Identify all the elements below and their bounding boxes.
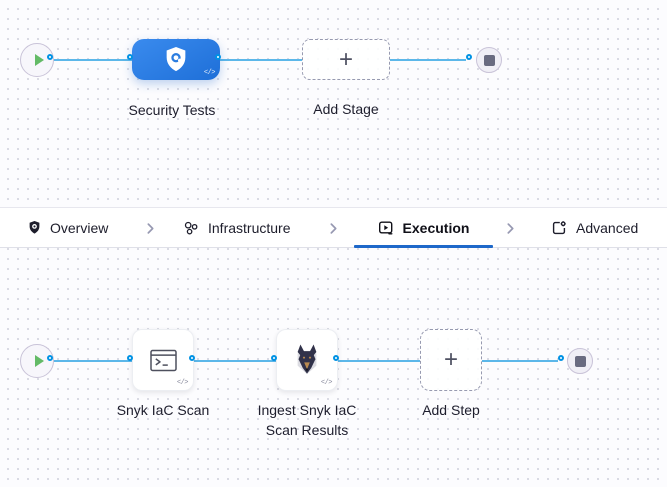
step-code-badge: </> [176, 379, 189, 387]
edge-start-to-stage [52, 58, 132, 61]
add-stage-label: Add Stage [313, 101, 379, 117]
play-icon [33, 53, 45, 67]
step1-label: Snyk IaC Scan [116, 402, 210, 418]
step-node-ingest-snyk-results[interactable]: </> [276, 329, 338, 391]
step-code-badge: </> [320, 379, 333, 387]
advanced-settings-icon [551, 220, 567, 236]
stop-icon [574, 355, 586, 367]
snyk-doberman-icon [292, 343, 322, 377]
chevron-right-icon [144, 222, 157, 240]
step1-in-port[interactable] [126, 355, 133, 361]
step-start-node [20, 344, 54, 378]
execution-play-icon [378, 220, 394, 236]
tab-execution[interactable]: Execution [354, 208, 493, 248]
tab-advanced-label: Advanced [576, 219, 639, 236]
step2-out-port[interactable] [332, 355, 339, 361]
start-node-out-port[interactable] [46, 54, 53, 60]
step2-label: Ingest Snyk IaC Scan Results [257, 402, 357, 438]
tab-infrastructure-label: Infrastructure [208, 219, 291, 236]
shield-scan-icon [163, 46, 189, 73]
stage-code-badge: </> [203, 69, 216, 77]
chevron-right-icon [327, 222, 340, 240]
stage-out-port[interactable] [214, 54, 221, 60]
terminal-icon [149, 349, 177, 372]
edge-step1-to-step2 [194, 359, 276, 362]
stage-tab-bar: Overview Infrastructure [0, 207, 667, 248]
stage-label: Security Tests [128, 102, 216, 118]
tab-infrastructure[interactable]: Infrastructure [183, 208, 290, 247]
step-end-in-port[interactable] [557, 355, 564, 361]
tab-overview[interactable]: Overview [28, 208, 108, 247]
edge-addstep-to-end [482, 359, 558, 362]
add-stage-button[interactable]: + [302, 39, 390, 80]
plus-icon: + [338, 45, 353, 73]
step1-out-port[interactable] [188, 355, 195, 361]
end-node-in-port[interactable] [465, 54, 472, 60]
edge-step2-to-addstep [338, 359, 420, 362]
chevron-right-icon [504, 222, 517, 240]
edge-stage-to-addstage [220, 58, 302, 61]
add-step-button[interactable]: + [420, 329, 482, 391]
tab-execution-label: Execution [402, 219, 470, 236]
pipeline-start-node [20, 43, 54, 77]
play-icon [33, 354, 45, 368]
pipeline-end-node [476, 47, 502, 73]
tab-overview-label: Overview [50, 219, 109, 236]
stage-in-port[interactable] [126, 54, 133, 60]
stage-node-security-tests[interactable]: </> [132, 39, 220, 80]
edge-addstage-to-end [390, 58, 466, 61]
step-start-out-port[interactable] [46, 355, 53, 361]
plus-icon: + [443, 346, 458, 373]
step-node-snyk-iac-scan[interactable]: </> [132, 329, 194, 391]
tab-advanced[interactable]: Advanced [551, 208, 638, 247]
infrastructure-icon [183, 220, 199, 236]
active-tab-underline [354, 245, 493, 248]
step2-in-port[interactable] [270, 355, 277, 361]
stop-icon [483, 54, 495, 66]
step-end-node [567, 348, 593, 374]
add-step-label: Add Step [422, 402, 480, 418]
edge-start-to-step1 [52, 359, 132, 362]
shield-overview-icon [28, 220, 41, 235]
